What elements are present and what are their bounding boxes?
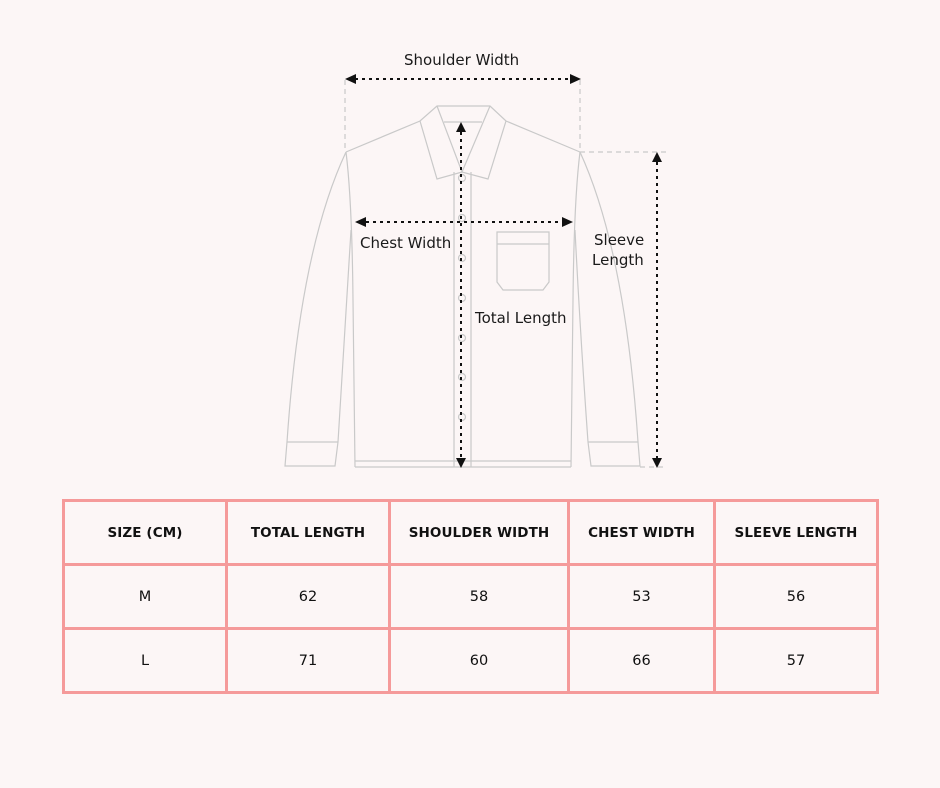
cell-sleeve-length: 56 <box>713 563 879 630</box>
header-shoulder-width: SHOULDER WIDTH <box>388 499 570 566</box>
cell-chest-width: 66 <box>567 627 716 694</box>
table-header-row: SIZE (CM) TOTAL LENGTH SHOULDER WIDTH CH… <box>62 499 879 566</box>
sleeve-length-label-line2: Length <box>592 251 644 269</box>
header-sleeve-length: SLEEVE LENGTH <box>713 499 879 566</box>
header-size: SIZE (CM) <box>62 499 228 566</box>
cell-total-length: 71 <box>225 627 391 694</box>
shirt-outline-icon <box>284 74 667 468</box>
shirt-measurement-diagram: Shoulder Width Chest Width Total Length … <box>284 51 667 468</box>
cell-total-length: 62 <box>225 563 391 630</box>
chest-width-label: Chest Width <box>360 234 452 252</box>
cell-sleeve-length: 57 <box>713 627 879 694</box>
table-row: L 71 60 66 57 <box>62 627 879 694</box>
size-chart-table: SIZE (CM) TOTAL LENGTH SHOULDER WIDTH CH… <box>62 499 879 694</box>
cell-size: L <box>62 627 228 694</box>
sleeve-length-label-line1: Sleeve <box>594 231 645 249</box>
total-length-label: Total Length <box>475 309 567 327</box>
cell-shoulder-width: 58 <box>388 563 570 630</box>
shoulder-width-label: Shoulder Width <box>404 51 520 69</box>
table-row: M 62 58 53 56 <box>62 563 879 630</box>
cell-chest-width: 53 <box>567 563 716 630</box>
cell-size: M <box>62 563 228 630</box>
cell-shoulder-width: 60 <box>388 627 570 694</box>
header-chest-width: CHEST WIDTH <box>567 499 716 566</box>
header-total-length: TOTAL LENGTH <box>225 499 391 566</box>
